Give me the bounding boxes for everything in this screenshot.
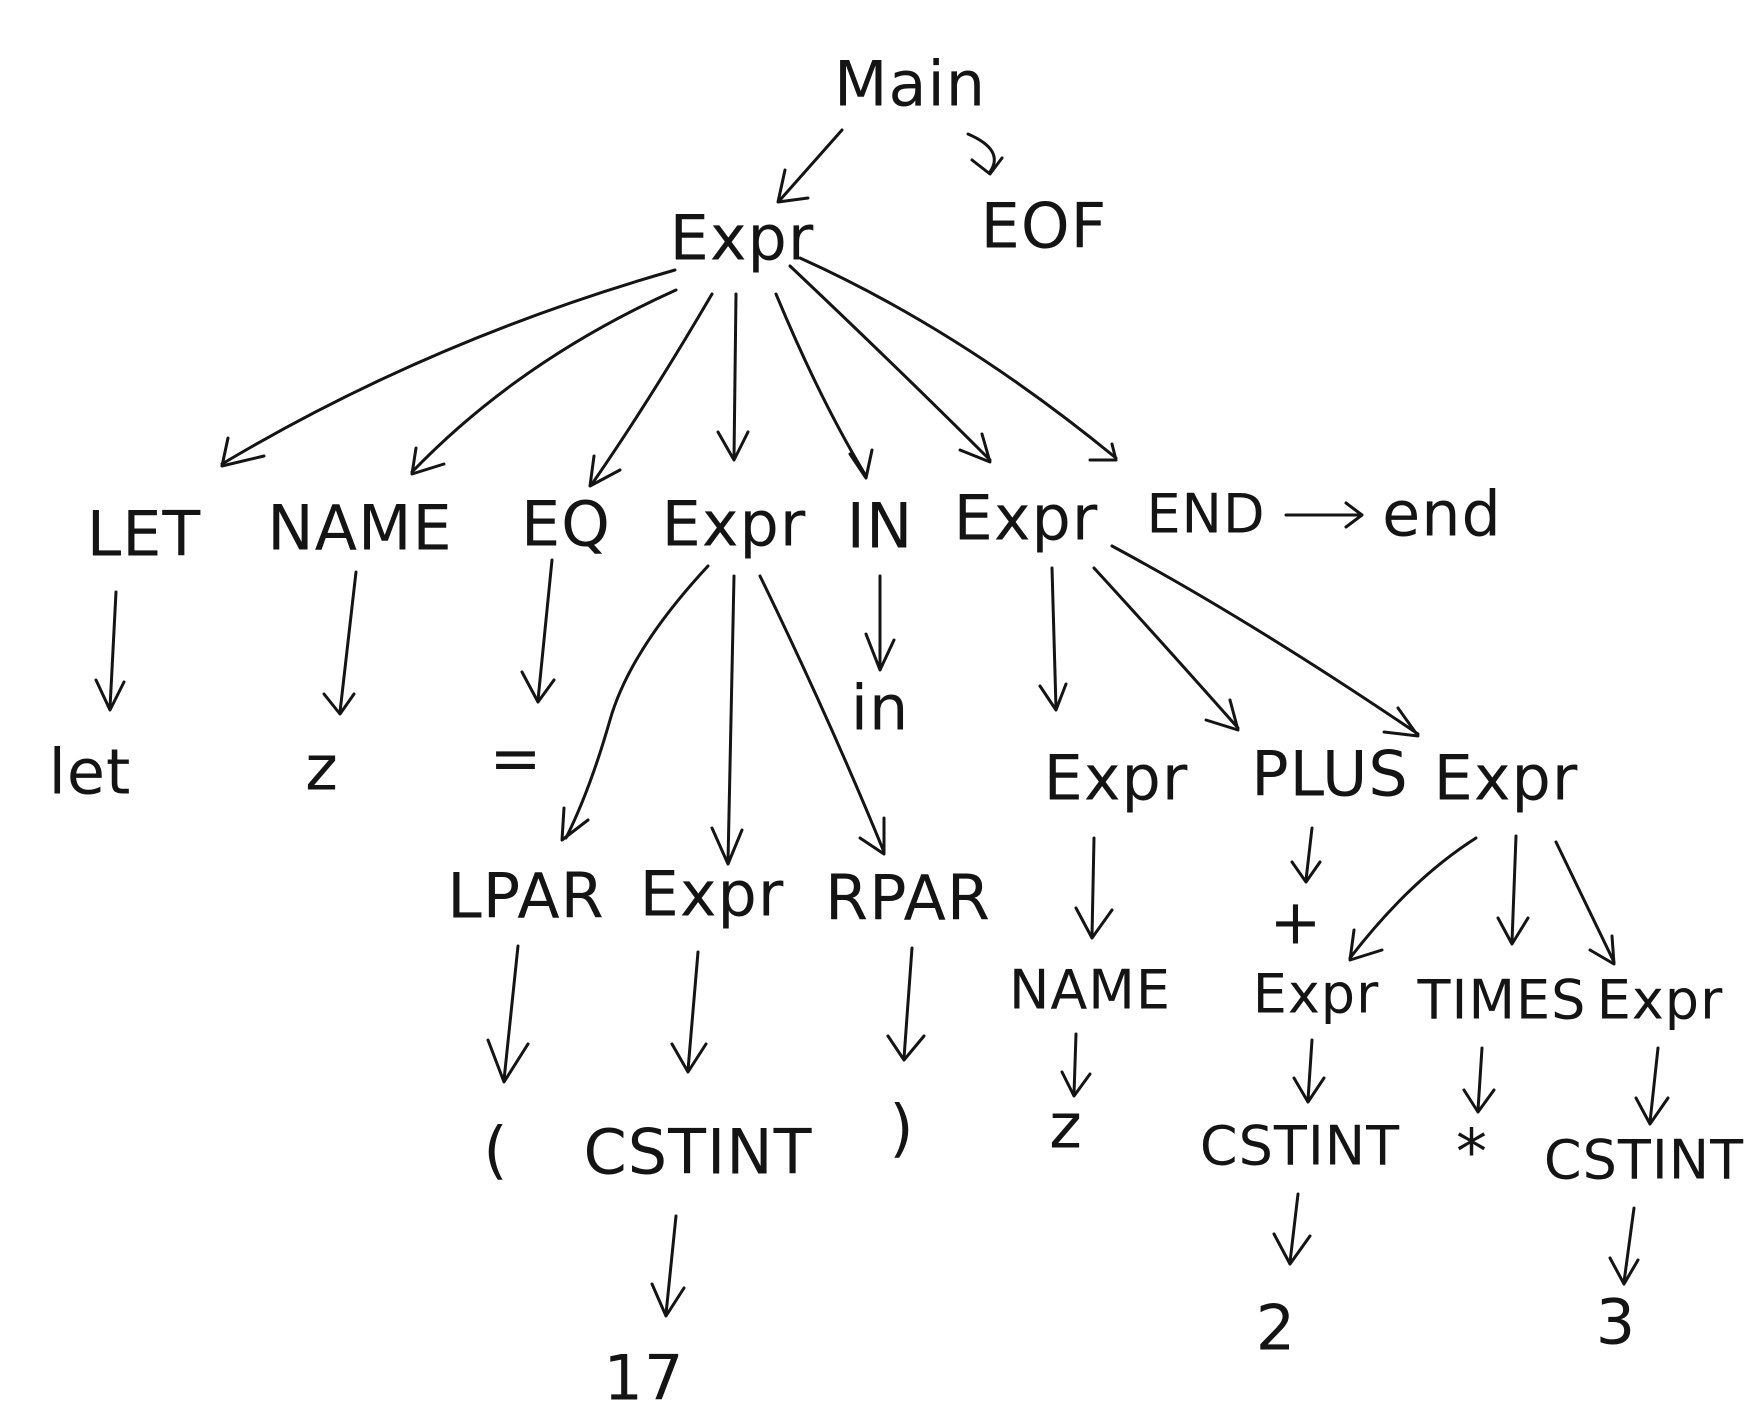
node-number-2: 2 bbox=[1256, 1292, 1296, 1365]
node-let-token: LET bbox=[87, 498, 202, 571]
node-end-literal: end bbox=[1382, 478, 1502, 551]
node-cstint-3: CSTINT bbox=[1544, 1129, 1744, 1192]
node-plus-token: PLUS bbox=[1251, 738, 1409, 811]
edge-cstint-3-to-3 bbox=[1608, 1206, 1640, 1286]
node-rpar-token: RPAR bbox=[825, 862, 991, 935]
node-cstint-17: CSTINT bbox=[583, 1116, 812, 1189]
edge-lpar-to-lpar-literal bbox=[486, 944, 530, 1084]
edge-expr-paren-to-expr-inner bbox=[710, 574, 744, 866]
edge-end-to-end-literal bbox=[1284, 501, 1364, 529]
edge-name-to-z-literal bbox=[322, 570, 358, 716]
node-expr-right: Expr bbox=[1434, 742, 1579, 815]
node-name-token-2: NAME bbox=[1009, 959, 1171, 1022]
node-times-literal: * bbox=[1456, 1116, 1488, 1189]
node-in-token: IN bbox=[847, 490, 914, 563]
node-expr-inner: Expr bbox=[640, 858, 785, 931]
edge-expr-to-end bbox=[798, 256, 1118, 462]
node-expr-body: Expr bbox=[954, 482, 1099, 555]
node-number-3: 3 bbox=[1596, 1286, 1636, 1359]
node-end-token: END bbox=[1146, 483, 1265, 546]
edge-expr-right-to-expr-mul-left bbox=[1348, 836, 1478, 962]
edge-expr-body-to-expr-left bbox=[1038, 566, 1068, 712]
edge-expr-body-to-expr-right bbox=[1110, 544, 1420, 738]
node-expr-left: Expr bbox=[1044, 742, 1189, 815]
edge-expr-to-in bbox=[774, 292, 874, 480]
node-lpar-token: LPAR bbox=[447, 860, 604, 933]
edge-expr-paren-to-rpar bbox=[758, 574, 886, 856]
node-let-literal: let bbox=[49, 736, 132, 809]
edge-name-2-to-z-literal bbox=[1060, 1032, 1092, 1098]
edge-cstint-2-to-2 bbox=[1272, 1192, 1312, 1266]
edge-expr-mul-right-to-cstint bbox=[1634, 1046, 1670, 1126]
node-eof: EOF bbox=[981, 190, 1108, 263]
node-main: Main bbox=[834, 48, 986, 121]
node-eq-token: EQ bbox=[521, 488, 611, 561]
node-expr-mul-left: Expr bbox=[1253, 963, 1380, 1026]
edge-expr-to-expr-paren bbox=[716, 292, 750, 462]
node-z-literal-1: z bbox=[305, 732, 339, 805]
edge-main-to-expr bbox=[776, 128, 844, 204]
node-number-17: 17 bbox=[604, 1342, 685, 1412]
edge-plus-to-plus-literal bbox=[1290, 826, 1322, 884]
tree-nodes: Main EOF Expr LET NAME EQ Expr IN Expr E… bbox=[49, 48, 1744, 1412]
node-expr-paren: Expr bbox=[662, 488, 807, 561]
node-eq-literal: = bbox=[490, 722, 543, 795]
node-expr-mul-right: Expr bbox=[1597, 969, 1724, 1032]
edge-in-to-in-literal bbox=[864, 574, 896, 672]
edge-expr-paren-to-lpar bbox=[560, 564, 710, 842]
edge-let-to-let-literal bbox=[94, 590, 126, 712]
edge-eq-to-eq-literal bbox=[520, 558, 556, 704]
node-cstint-2: CSTINT bbox=[1200, 1115, 1400, 1178]
edge-expr-to-name bbox=[410, 288, 678, 476]
edge-expr-body-to-plus bbox=[1092, 566, 1240, 732]
edge-main-to-eof bbox=[966, 132, 1004, 176]
node-lpar-literal: ( bbox=[483, 1114, 508, 1187]
node-plus-literal: + bbox=[1270, 886, 1323, 959]
edge-expr-to-eq bbox=[588, 292, 714, 488]
edge-expr-to-let bbox=[220, 268, 677, 468]
edge-rpar-to-rpar-literal bbox=[886, 946, 926, 1062]
node-times-token: TIMES bbox=[1417, 969, 1587, 1032]
edge-times-to-times-literal bbox=[1462, 1046, 1496, 1114]
edge-expr-right-to-expr-mul-right bbox=[1554, 840, 1616, 966]
edge-expr-inner-to-cstint bbox=[670, 950, 708, 1074]
edge-expr-to-expr-body bbox=[788, 264, 992, 464]
node-rpar-literal: ) bbox=[889, 1092, 914, 1165]
node-z-literal-2: z bbox=[1049, 1090, 1083, 1163]
edge-expr-left-to-name bbox=[1074, 836, 1114, 940]
edge-expr-right-to-times bbox=[1496, 834, 1530, 946]
node-expr-top: Expr bbox=[670, 202, 815, 275]
node-in-literal: in bbox=[851, 672, 910, 745]
node-name-token: NAME bbox=[267, 492, 452, 565]
edge-expr-mul-left-to-cstint bbox=[1292, 1038, 1326, 1104]
edge-cstint-to-17 bbox=[650, 1214, 686, 1318]
tree-edges bbox=[94, 128, 1670, 1318]
